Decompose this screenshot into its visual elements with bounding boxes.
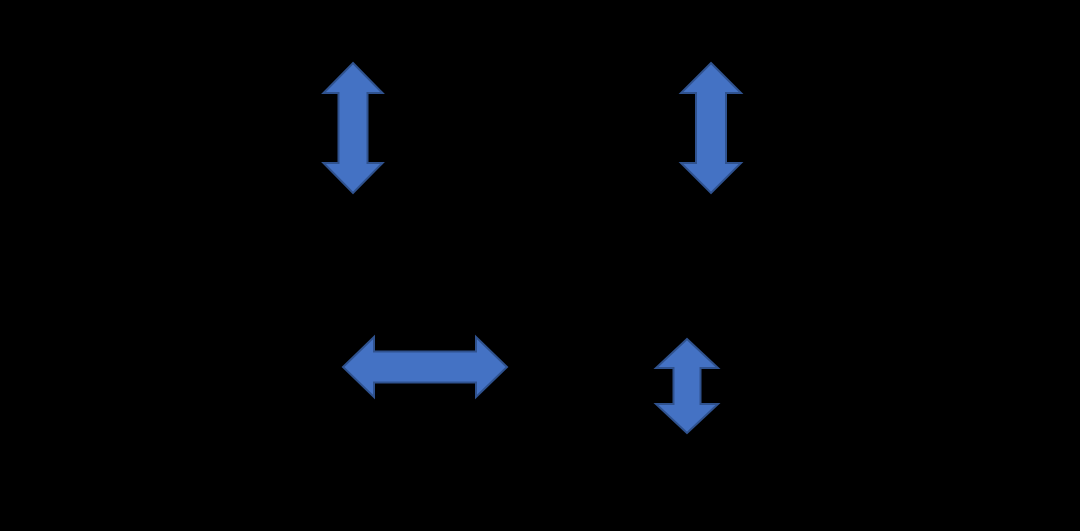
double-arrow-vertical-top-left xyxy=(321,61,385,195)
double-arrow-vertical-top-right xyxy=(678,61,744,195)
double-arrow-vertical-bottom-right xyxy=(653,337,721,435)
double-arrow-horizontal-bottom-left xyxy=(341,334,509,400)
